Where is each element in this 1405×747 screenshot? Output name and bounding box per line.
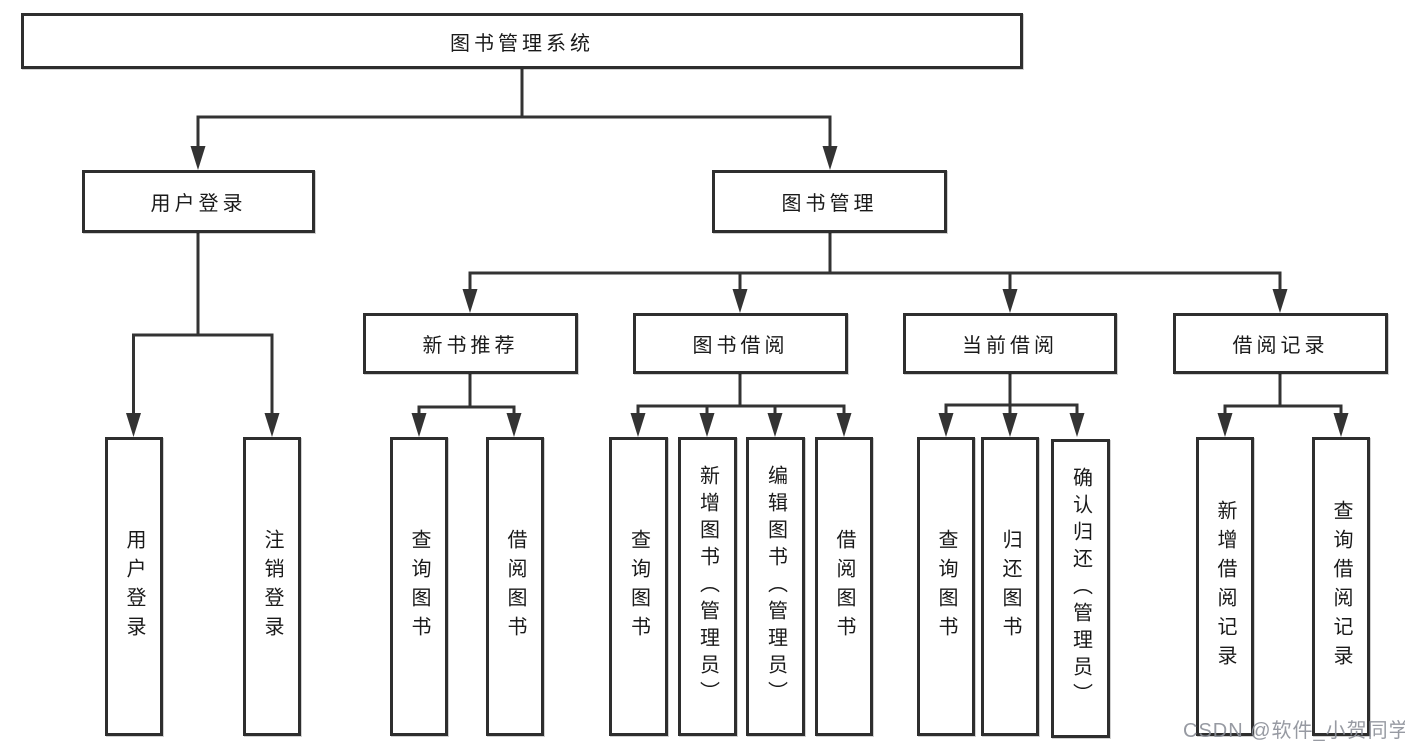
leaf-return-books: 归还图书 bbox=[981, 437, 1039, 736]
node-borrowing-records: 借阅记录 bbox=[1173, 313, 1388, 374]
node-book-management: 图书管理 bbox=[712, 170, 947, 233]
node-new-book-recommend-label: 新书推荐 bbox=[422, 335, 519, 357]
csdn-watermark: CSDN @软件_小贺同学 bbox=[1183, 720, 1405, 742]
leaf-add-borrow-record-label: 新增借阅记录 bbox=[1214, 499, 1236, 674]
leaf-edit-books-admin-label: 编辑图书（管理员） bbox=[764, 465, 787, 708]
connector-bookmgmt-to-level3 bbox=[468, 233, 1282, 293]
arrowheads bbox=[126, 146, 1349, 437]
node-root-label: 图书管理系统 bbox=[450, 32, 594, 55]
leaf-return-books-label: 归还图书 bbox=[999, 528, 1021, 645]
node-user-login: 用户登录 bbox=[82, 170, 315, 233]
leaf-borrow-books-2-label: 借阅图书 bbox=[833, 528, 855, 645]
leaf-query-books-3-label: 查询图书 bbox=[935, 528, 957, 645]
leaf-query-books-3: 查询图书 bbox=[917, 437, 975, 736]
leaf-borrow-books-1-label: 借阅图书 bbox=[504, 528, 526, 645]
node-book-management-label: 图书管理 bbox=[781, 193, 878, 215]
connector-root-to-level2 bbox=[196, 69, 832, 150]
node-user-login-label: 用户登录 bbox=[150, 193, 247, 215]
leaf-query-borrow-record: 查询借阅记录 bbox=[1312, 437, 1370, 736]
leaf-logout: 注销登录 bbox=[243, 437, 301, 736]
leaf-query-books-2-label: 查询图书 bbox=[627, 528, 650, 645]
leaf-logout-label: 注销登录 bbox=[261, 528, 283, 645]
node-current-borrowing-label: 当前借阅 bbox=[962, 335, 1058, 357]
leaf-user-login-label: 用户登录 bbox=[123, 528, 145, 645]
leaf-add-books-admin-label: 新增图书（管理员） bbox=[696, 465, 719, 708]
leaf-confirm-return-admin: 确认归还（管理员） bbox=[1051, 439, 1110, 738]
leaf-add-books-admin: 新增图书（管理员） bbox=[678, 437, 737, 736]
node-new-book-recommend: 新书推荐 bbox=[363, 313, 578, 374]
leaf-edit-books-admin: 编辑图书（管理员） bbox=[746, 437, 805, 736]
leaf-query-books-1-label: 查询图书 bbox=[408, 528, 430, 645]
connector-records-to-leaves bbox=[1223, 374, 1343, 417]
node-book-borrowing: 图书借阅 bbox=[633, 313, 848, 374]
connector-newbooks-to-leaves bbox=[417, 374, 516, 417]
connector-userlogin-to-leaves bbox=[132, 233, 274, 417]
connector-borrowing-to-leaves bbox=[636, 374, 846, 417]
leaf-user-login: 用户登录 bbox=[105, 437, 163, 736]
leaf-query-borrow-record-label: 查询借阅记录 bbox=[1330, 499, 1352, 674]
leaf-query-books-1: 查询图书 bbox=[390, 437, 448, 736]
node-borrowing-records-label: 借阅记录 bbox=[1232, 335, 1329, 357]
leaf-add-borrow-record: 新增借阅记录 bbox=[1196, 437, 1254, 736]
node-current-borrowing: 当前借阅 bbox=[903, 313, 1117, 374]
leaf-borrow-books-2: 借阅图书 bbox=[815, 437, 873, 736]
node-root: 图书管理系统 bbox=[21, 13, 1023, 69]
leaf-query-books-2: 查询图书 bbox=[609, 437, 668, 736]
connector-current-to-leaves bbox=[944, 374, 1079, 417]
leaf-confirm-return-admin-label: 确认归还（管理员） bbox=[1069, 467, 1092, 710]
node-book-borrowing-label: 图书借阅 bbox=[692, 335, 789, 357]
leaf-borrow-books-1: 借阅图书 bbox=[486, 437, 544, 736]
